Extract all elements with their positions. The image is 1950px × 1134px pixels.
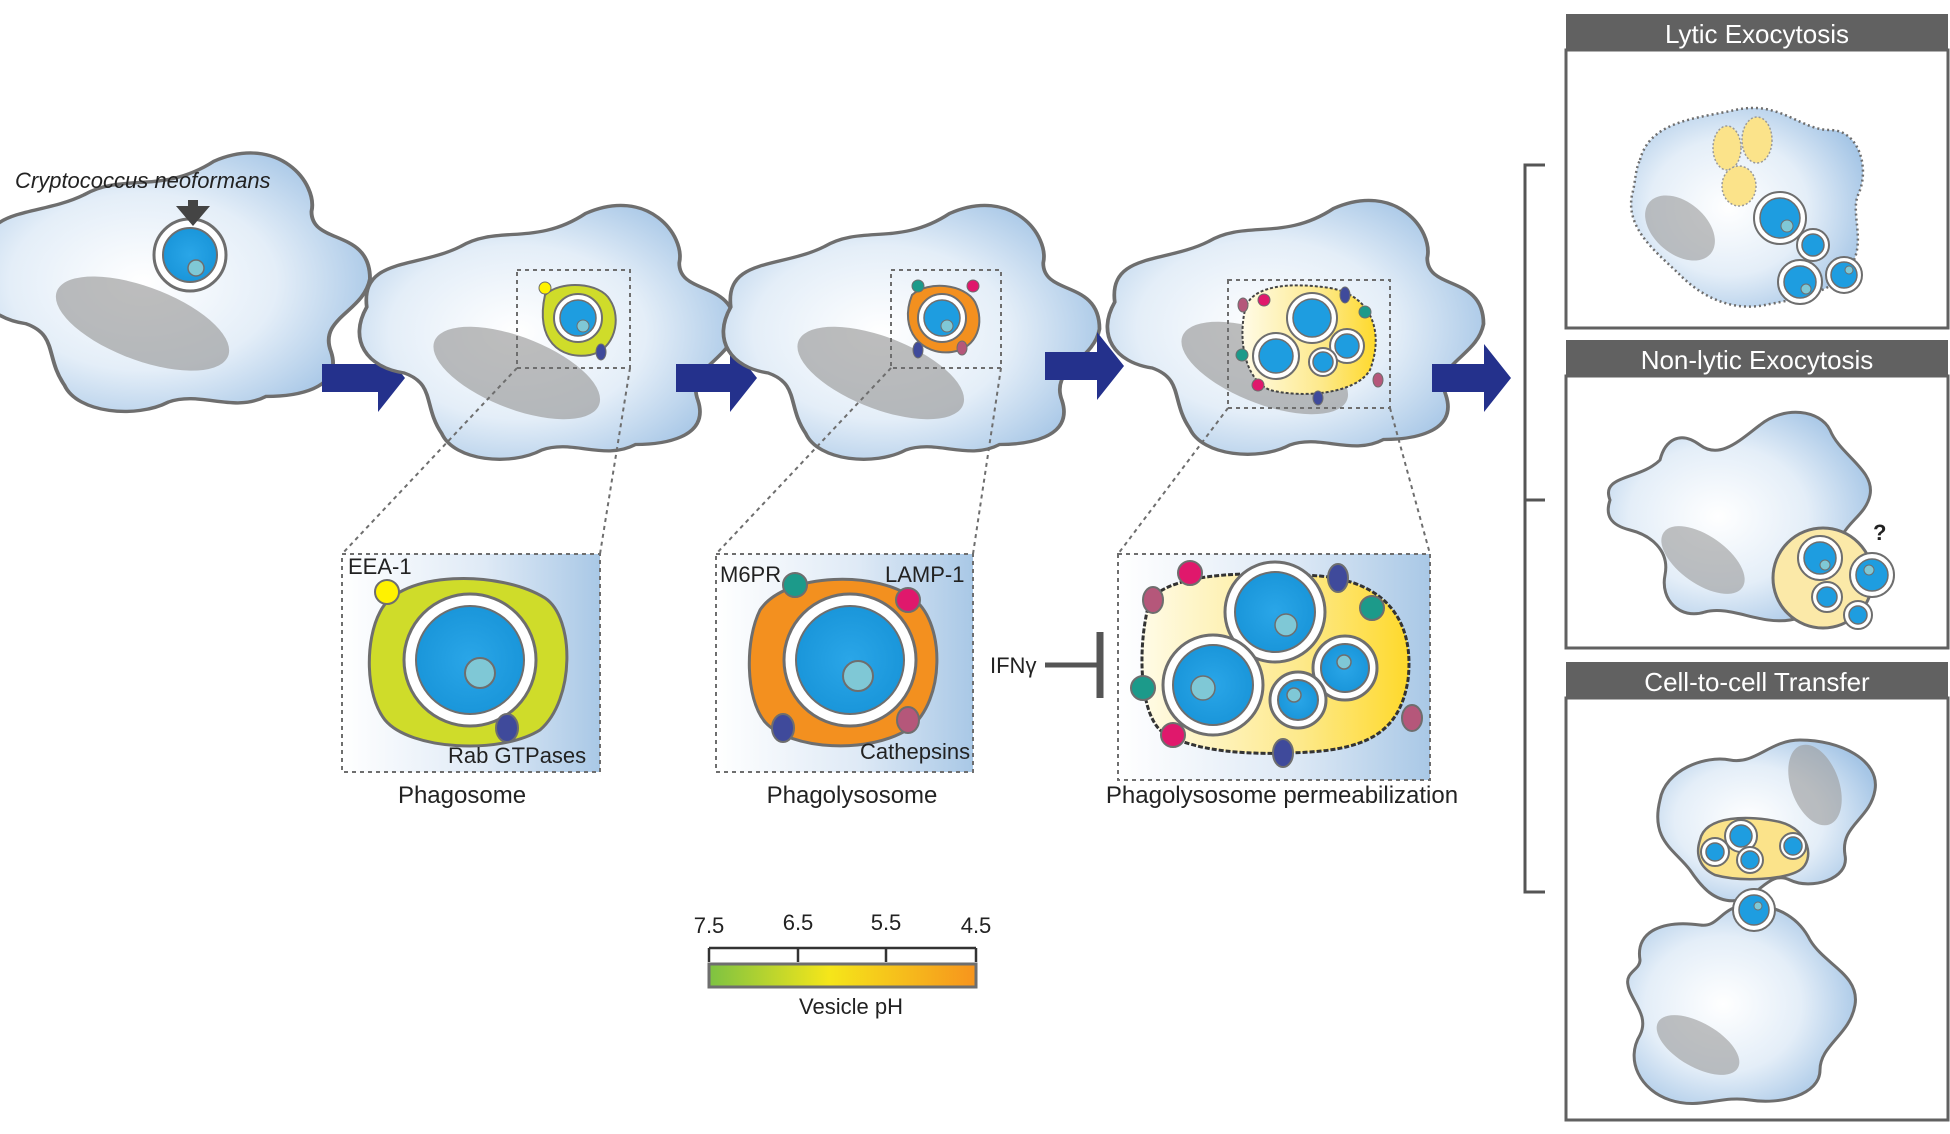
lytic-exocytosis-panel xyxy=(1564,14,1950,330)
ph-gradient-bar xyxy=(707,962,978,989)
cell-to-cell-transfer-title: Cell-to-cell Transfer xyxy=(1644,667,1870,697)
lamp1-marker xyxy=(895,587,921,613)
ph-scale xyxy=(707,946,978,989)
zoom-line xyxy=(715,367,892,555)
zoom-line xyxy=(1117,407,1229,555)
phagosome-zoom-panel xyxy=(341,553,601,773)
mini-phagosome xyxy=(538,281,617,361)
cathepsins-label: Cathepsins xyxy=(860,739,970,764)
cathepsin-marker xyxy=(896,706,920,734)
lytic-exocytosis-title: Lytic Exocytosis xyxy=(1665,19,1849,49)
zoom-line xyxy=(341,367,518,555)
cryptococcus-cell xyxy=(152,217,228,293)
macrophage-cell-1 xyxy=(0,151,372,414)
process-arrow-3 xyxy=(1045,332,1124,400)
zoom-line xyxy=(1389,407,1431,555)
rab-gtpases-label: Rab GTPases xyxy=(448,743,586,768)
ifng-label: IFNγ xyxy=(990,653,1036,678)
eea1-label: EEA-1 xyxy=(348,554,412,579)
permeabilization-zoom-panel xyxy=(1117,553,1431,781)
process-arrow-4 xyxy=(1432,344,1511,412)
ph-tick-label: 6.5 xyxy=(783,910,814,935)
rab-gtpase-marker xyxy=(495,713,519,743)
ph-scale-title: Vesicle pH xyxy=(799,994,903,1019)
mini-permeabilized-vesicle xyxy=(1235,284,1384,406)
nonlytic-exocytosis-panel xyxy=(1564,340,1950,650)
m6pr-label: M6PR xyxy=(720,562,781,587)
unknown-mechanism-mark: ? xyxy=(1873,520,1886,545)
eea1-marker xyxy=(374,579,400,605)
permeabilization-caption: Phagolysosome permeabilization xyxy=(1106,782,1458,809)
macrophage-cell-2 xyxy=(357,203,738,462)
ph-tick-label: 7.5 xyxy=(694,913,725,938)
phagolysosome-zoom-panel xyxy=(715,553,974,773)
m6pr-marker xyxy=(782,572,808,598)
pathogen-label: Cryptococcus neoformans xyxy=(15,168,271,193)
ph-tick-label: 5.5 xyxy=(871,910,902,935)
macrophage-cell-3 xyxy=(721,203,1102,462)
zoom-box-small-2 xyxy=(516,269,631,369)
ph-tick-label: 4.5 xyxy=(961,913,992,938)
cell-to-cell-transfer-panel xyxy=(1564,662,1950,1122)
outcome-bracket xyxy=(1523,163,1545,894)
lamp1-label: LAMP-1 xyxy=(885,562,964,587)
nonlytic-exocytosis-title: Non-lytic Exocytosis xyxy=(1641,345,1874,375)
phagosome-caption: Phagosome xyxy=(398,782,526,809)
pointer-stem xyxy=(188,200,198,208)
mini-phagolysosome xyxy=(906,279,981,359)
zoom-box-small-4 xyxy=(1227,279,1391,409)
rab-gtpase-marker xyxy=(771,713,795,743)
pathogen-pointer-arrow xyxy=(176,206,210,226)
phagolysosome-caption: Phagolysosome xyxy=(767,782,938,809)
